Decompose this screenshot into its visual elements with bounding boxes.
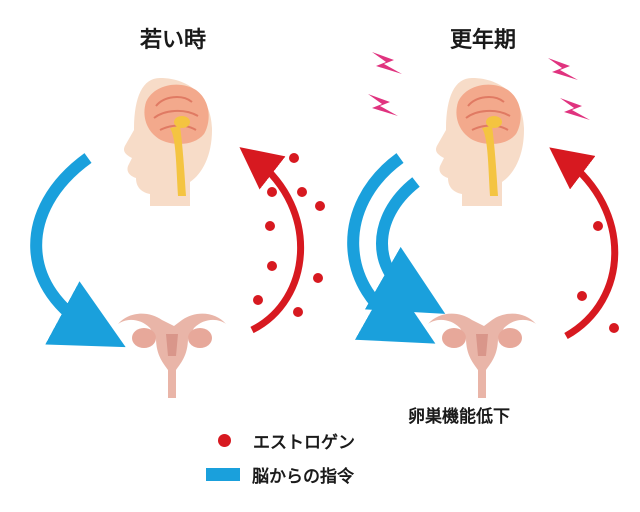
estrogen-dot — [297, 187, 307, 197]
legend-estrogen: エストロゲン — [218, 428, 355, 453]
menopause-estrogen-arrow — [549, 147, 619, 340]
estrogen-dot — [609, 323, 619, 333]
menopause-head-icon — [435, 77, 525, 207]
estrogen-dot-icon — [218, 434, 231, 447]
estrogen-dot — [253, 295, 263, 305]
estrogen-dot — [577, 291, 587, 301]
young-estrogen-arrow — [239, 147, 304, 334]
ovary-decline-label: 卵巣機能低下 — [408, 407, 510, 427]
legend-brain-signal-label: 脳からの指令 — [252, 467, 354, 487]
menopause-brain-signal-arrow-inner — [364, 177, 446, 314]
menopause-title: 更年期 — [450, 28, 517, 53]
estrogen-dot — [265, 221, 275, 231]
estrogen-dot — [315, 201, 325, 211]
legend-estrogen-label: エストロゲン — [253, 433, 355, 453]
brain-signal-bar-icon — [206, 468, 240, 481]
young-uterus-icon — [118, 313, 226, 398]
menopause-uterus-icon — [428, 313, 536, 398]
young-brain-signal-arrow — [30, 153, 126, 348]
estrogen-dot — [267, 261, 277, 271]
estrogen-dot — [313, 273, 323, 283]
estrogen-dot — [593, 221, 603, 231]
legend-brain-signal: 脳からの指令 — [206, 462, 354, 487]
estrogen-dot — [293, 307, 303, 317]
estrogen-dot — [267, 187, 277, 197]
lightning-bolt-icon — [560, 98, 590, 120]
lightning-bolt-icon — [368, 94, 398, 116]
young-title: 若い時 — [140, 28, 207, 53]
lightning-bolt-icon — [372, 52, 402, 74]
menopause-estrogen-dots — [577, 221, 619, 333]
young-estrogen-dots — [253, 153, 325, 317]
young-head-icon — [123, 77, 213, 207]
estrogen-dot — [289, 153, 299, 163]
lightning-bolt-icon — [548, 58, 578, 80]
